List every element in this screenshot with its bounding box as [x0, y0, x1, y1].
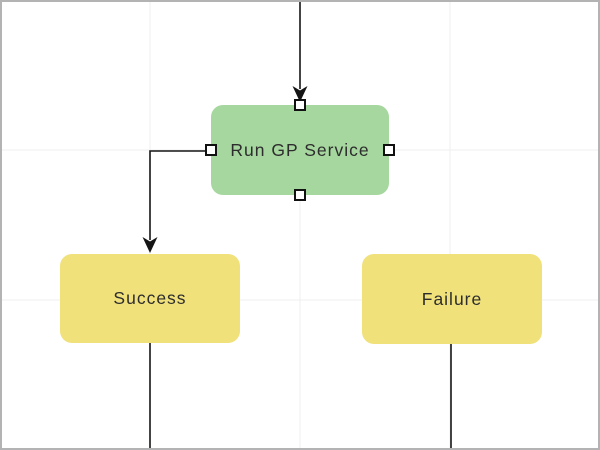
node-failure[interactable]: Failure	[362, 254, 542, 344]
selection-handle-top[interactable]	[294, 99, 306, 111]
arrowhead-into-success	[142, 237, 158, 253]
selection-handle-bottom[interactable]	[294, 189, 306, 201]
node-run-gp-service[interactable]: Run GP Service	[205, 99, 395, 201]
selection-handle-left[interactable]	[205, 144, 217, 156]
node-success-label: Success	[113, 288, 187, 308]
arrowhead-into-run-gp-service	[292, 86, 308, 102]
node-failure-label: Failure	[421, 288, 483, 309]
node-success[interactable]: Success	[60, 254, 240, 343]
node-run-gp-service-label: Run GP Service	[230, 139, 370, 160]
edge-run-gp-service-to-success[interactable]	[149, 150, 211, 240]
selection-handle-right[interactable]	[383, 144, 395, 156]
